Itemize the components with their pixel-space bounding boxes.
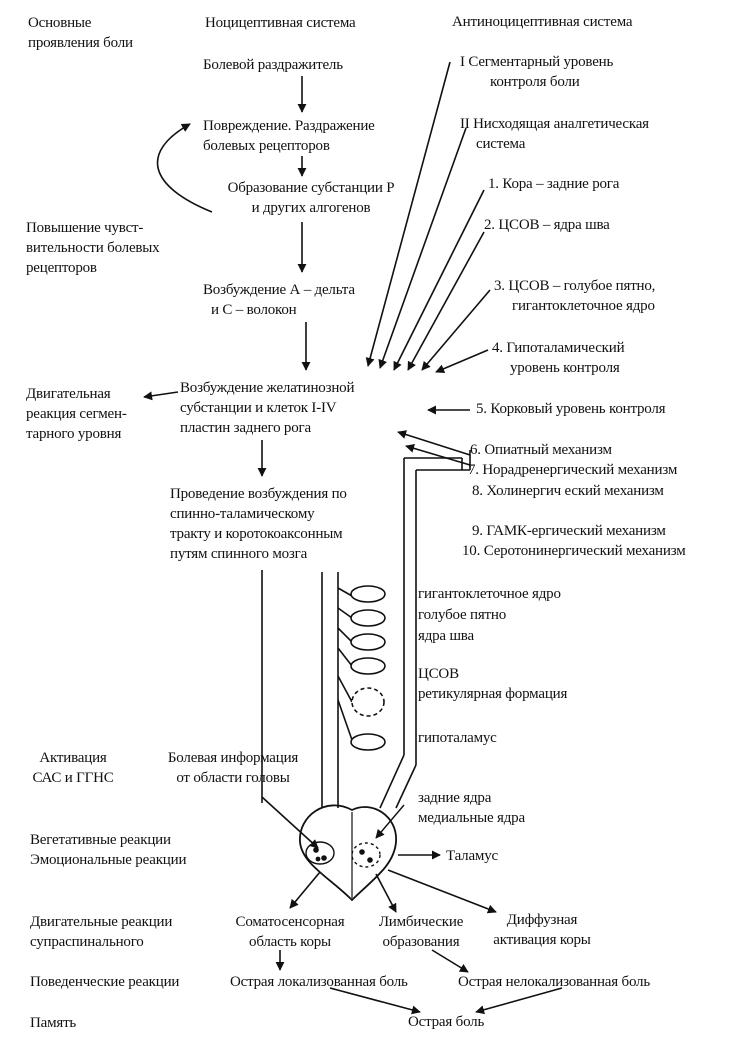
- nucleus-hypothalamus: [350, 733, 386, 751]
- label-giant-cell: гигантоклеточное ядро: [418, 586, 561, 602]
- label-thalamus: Таламус: [446, 848, 498, 864]
- outcome-acute: Острая боль: [408, 1014, 485, 1030]
- arrow-to-nonlocalized: [431, 949, 469, 973]
- nucleus-locus-coeruleus: [350, 609, 386, 627]
- label-reticular: ретикулярная формация: [418, 686, 568, 702]
- arrow-to-motor-segment: [143, 391, 179, 401]
- mechanism-gaba: 9. ГАМК-ергический механизм: [472, 523, 666, 539]
- manifest-vegetative: Вегетативные реакции: [30, 832, 171, 848]
- header-antinociceptive: Антиноцицептивная система: [452, 14, 633, 30]
- thalamus-right-nucleus: [351, 842, 381, 868]
- arrow-to-acute-1: [329, 987, 421, 1015]
- mechanism-cholinergic: 8. Холинергич еский механизм: [472, 483, 664, 499]
- header-nociceptive: Ноцицептивная система: [205, 15, 356, 31]
- anti-cortex-horns: 1. Кора – задние рога: [488, 176, 620, 192]
- arrow-mech-1: [397, 430, 471, 456]
- arrow-descending: [378, 127, 467, 369]
- label-hypothalamus: гипоталамус: [418, 730, 497, 746]
- nucleus-reticular: [351, 687, 385, 717]
- label-locus: голубое пятно: [418, 607, 507, 623]
- arrow-to-acute-2: [475, 987, 563, 1015]
- outcome-localized: Острая локализованная боль: [230, 974, 408, 990]
- nucleus-raphe: [350, 633, 386, 651]
- mechanism-noradrenergic: 7. Норадренергический механизм: [468, 462, 678, 478]
- mechanism-serotonin: 10. Серотонинергический механизм: [462, 543, 686, 559]
- arrow-csov-locus: [421, 289, 491, 371]
- arrow-hypothalamic: [435, 349, 489, 373]
- arrow-to-limbic: [375, 873, 397, 913]
- arrow-to-diffuse: [387, 869, 497, 914]
- anti-csov-raphe: 2. ЦСОВ – ядра шва: [484, 217, 610, 233]
- nucleus-giant-cell: [350, 585, 386, 603]
- arrow-cortex-horns: [393, 189, 485, 371]
- thalamus-shape: [299, 804, 397, 902]
- arrow-head-info: [261, 796, 319, 849]
- manifest-emotional: Эмоциональные реакции: [30, 852, 187, 868]
- arrow-mech-2: [405, 443, 471, 466]
- arrow-csov-raphe: [407, 231, 485, 371]
- manifest-memory: Память: [30, 1015, 77, 1031]
- arrow-segmental: [365, 61, 451, 367]
- arrow-feedback-curve: [156, 123, 213, 213]
- label-raphe: ядра шва: [418, 628, 474, 644]
- arrow-to-somatosensory: [289, 871, 321, 909]
- manifest-behavior: Поведенческие реакции: [30, 974, 180, 990]
- anti-csov-locus: 3. ЦСОВ – голубое пятно,гигантоклеточное…: [494, 278, 656, 314]
- outcome-nonlocalized: Острая нелокализованная боль: [458, 974, 650, 990]
- mechanism-opiate: 6. Опиатный механизм: [470, 442, 612, 458]
- node-stimulus: Болевой раздражитель: [203, 57, 343, 73]
- label-csov: ЦСОВ: [418, 666, 459, 682]
- nucleus-csov: [350, 657, 386, 675]
- thalamus-left-nucleus: [305, 841, 335, 865]
- anti-cortical: 5. Корковый уровень контроля: [476, 401, 666, 417]
